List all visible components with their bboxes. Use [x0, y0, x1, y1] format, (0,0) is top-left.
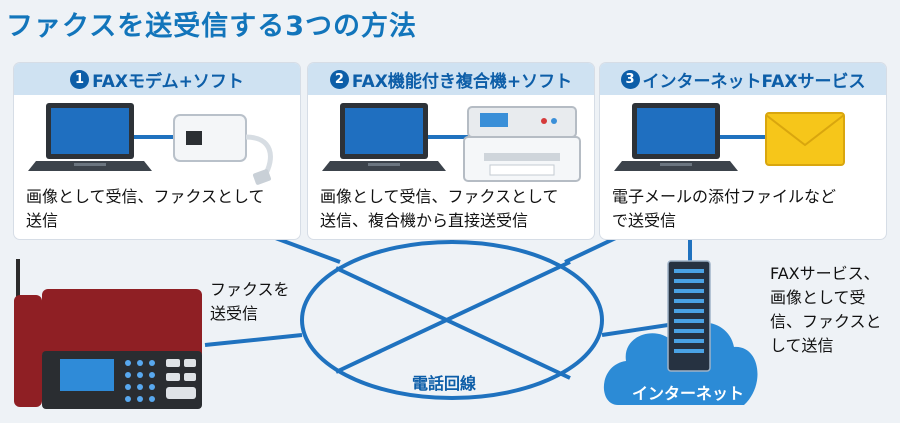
step-number-badge: 2	[329, 69, 349, 89]
panel-description: 電子メールの添付ファイルなど で送受信	[612, 187, 837, 230]
cross-line-a	[335, 266, 571, 380]
step-number-badge: 1	[70, 69, 90, 89]
laptop-icon	[614, 103, 738, 171]
fax-label: ファクスを 送受信	[210, 280, 290, 323]
phone-line-label: 電話回線	[412, 374, 477, 393]
panel-heading: 3 インターネットFAXサービス	[600, 63, 886, 95]
method-panel-multifunction-printer: 2 FAX機能付き複合機+ソフト 画像として受信、ファクスとして 送信、複合機か…	[308, 63, 594, 239]
step-number-badge: 3	[620, 69, 640, 89]
envelope-icon	[765, 112, 845, 166]
panel-heading-label: FAX機能付き複合機+ソフト	[351, 71, 573, 92]
multifunction-printer-icon	[463, 106, 581, 182]
fax-machine-icon	[14, 259, 202, 409]
internet-label: インターネット	[632, 384, 745, 403]
laptop-icon	[322, 103, 446, 171]
panel-illustration	[322, 103, 581, 182]
page-title: ファクスを送受信する3つの方法	[6, 11, 417, 42]
line-fax-to-ellipse	[204, 333, 303, 347]
usb-modem-icon	[173, 114, 273, 185]
panel-heading: 1 FAXモデム+ソフト	[14, 63, 300, 95]
cross-line-b	[335, 260, 571, 374]
panel-description: 画像として受信、ファクスとして 送信	[26, 187, 265, 230]
method-panel-fax-modem: 1 FAXモデム+ソフト 画像として受信、ファクスとして 送信	[14, 63, 300, 239]
panel-illustration	[28, 103, 273, 185]
panel-illustration	[614, 103, 845, 171]
service-label: FAXサービス、 画像として受 信、ファクスと して送信	[770, 264, 882, 355]
panel-heading-label: インターネットFAXサービス	[642, 71, 866, 92]
server-rack-icon	[667, 260, 711, 372]
panel-heading-label: FAXモデム+ソフト	[92, 71, 244, 92]
panel-description: 画像として受信、ファクスとして 送信、複合機から直接送受信	[320, 187, 559, 230]
line-panel1-to-ellipse	[269, 234, 341, 264]
laptop-icon	[28, 103, 152, 171]
line-panel3-to-ellipse	[564, 234, 621, 264]
panel-heading: 2 FAX機能付き複合機+ソフト	[308, 63, 594, 95]
internet-cloud-icon	[603, 260, 758, 405]
method-panel-internet-fax: 3 インターネットFAXサービス 電子メールの添付ファイルなど で送受信	[600, 63, 886, 239]
